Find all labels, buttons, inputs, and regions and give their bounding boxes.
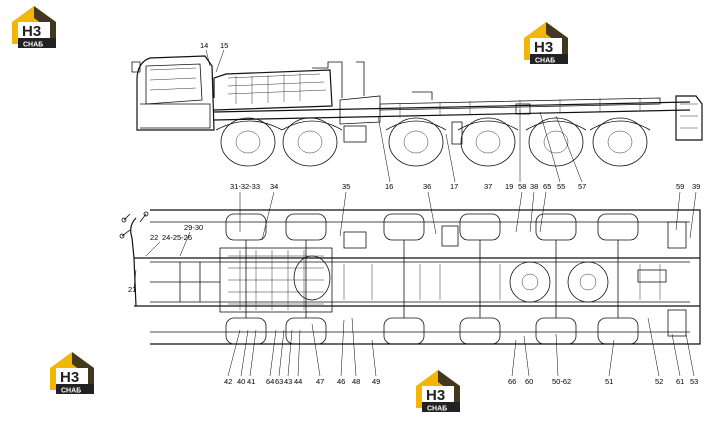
callout-label: 39: [692, 182, 700, 191]
callout-label: 55: [557, 182, 565, 191]
callout-label: 21: [128, 285, 136, 294]
callout-label: 24-25-26: [162, 233, 192, 242]
callout-label: 63: [275, 377, 283, 386]
truck-wheels: [220, 117, 648, 167]
callout-label: 52: [655, 377, 663, 386]
callout-label: 59: [676, 182, 684, 191]
callout-label: 66: [508, 377, 516, 386]
callout-label: 48: [352, 377, 360, 386]
callout-label: 34: [270, 182, 278, 191]
side-view-truck: [131, 55, 703, 167]
callout-label: 60: [525, 377, 533, 386]
callout-label: 41: [247, 377, 255, 386]
callout-label: 17: [450, 182, 458, 191]
callout-label: 50-62: [552, 377, 571, 386]
callout-label: 47: [316, 377, 324, 386]
callout-label: 51: [605, 377, 613, 386]
callout-label: 61: [676, 377, 684, 386]
top-view-callouts-upper: 31-32-33 34 35 36 58 38 65 59 39: [230, 182, 700, 241]
callout-label: 43: [284, 377, 292, 386]
callout-label: 29-30: [184, 223, 203, 232]
callout-label: 57: [578, 182, 586, 191]
logo-top-left: H3 СНАБ: [12, 6, 56, 49]
callout-label: 53: [690, 377, 698, 386]
top-view-callouts-left: 29-30 22 24-25-26 21: [128, 223, 203, 294]
callout-label: 58: [518, 182, 526, 191]
callout-label: 15: [220, 41, 228, 50]
callout-label: 36: [423, 182, 431, 191]
callout-label: 22: [150, 233, 158, 242]
callout-label: 40: [237, 377, 245, 386]
logo-mark: H3: [60, 369, 79, 386]
top-view-chassis: [119, 209, 701, 345]
logo-caption: СНАБ: [23, 42, 43, 49]
callout-label: 44: [294, 377, 302, 386]
callout-label: 64: [266, 377, 274, 386]
callout-label: 65: [543, 182, 551, 191]
logo-mark: H3: [22, 23, 41, 40]
side-view-callouts: 14 15 16 17 37 19 55 57: [200, 41, 586, 191]
logo-mark: H3: [534, 39, 553, 56]
top-view-callouts-lower: 42 40 41 64 63 43 44 47 46 48 49 66 60 5…: [224, 317, 698, 386]
logo-caption: СНАБ: [535, 58, 555, 65]
callout-label: 16: [385, 182, 393, 191]
logo-mark: H3: [426, 387, 445, 404]
logo-caption: СНАБ: [427, 406, 447, 413]
callout-label: 46: [337, 377, 345, 386]
callout-label: 31-32-33: [230, 182, 260, 191]
logo-top-center: H3 СНАБ: [524, 22, 568, 65]
callout-label: 19: [505, 182, 513, 191]
callout-label: 49: [372, 377, 380, 386]
logo-bottom-left: H3 СНАБ: [50, 352, 94, 395]
callout-label: 37: [484, 182, 492, 191]
logo-caption: СНАБ: [61, 388, 81, 395]
logo-bottom-center: H3 СНАБ: [416, 370, 460, 413]
callout-label: 14: [200, 41, 208, 50]
callout-label: 42: [224, 377, 232, 386]
callout-label: 35: [342, 182, 350, 191]
callout-label: 38: [530, 182, 538, 191]
